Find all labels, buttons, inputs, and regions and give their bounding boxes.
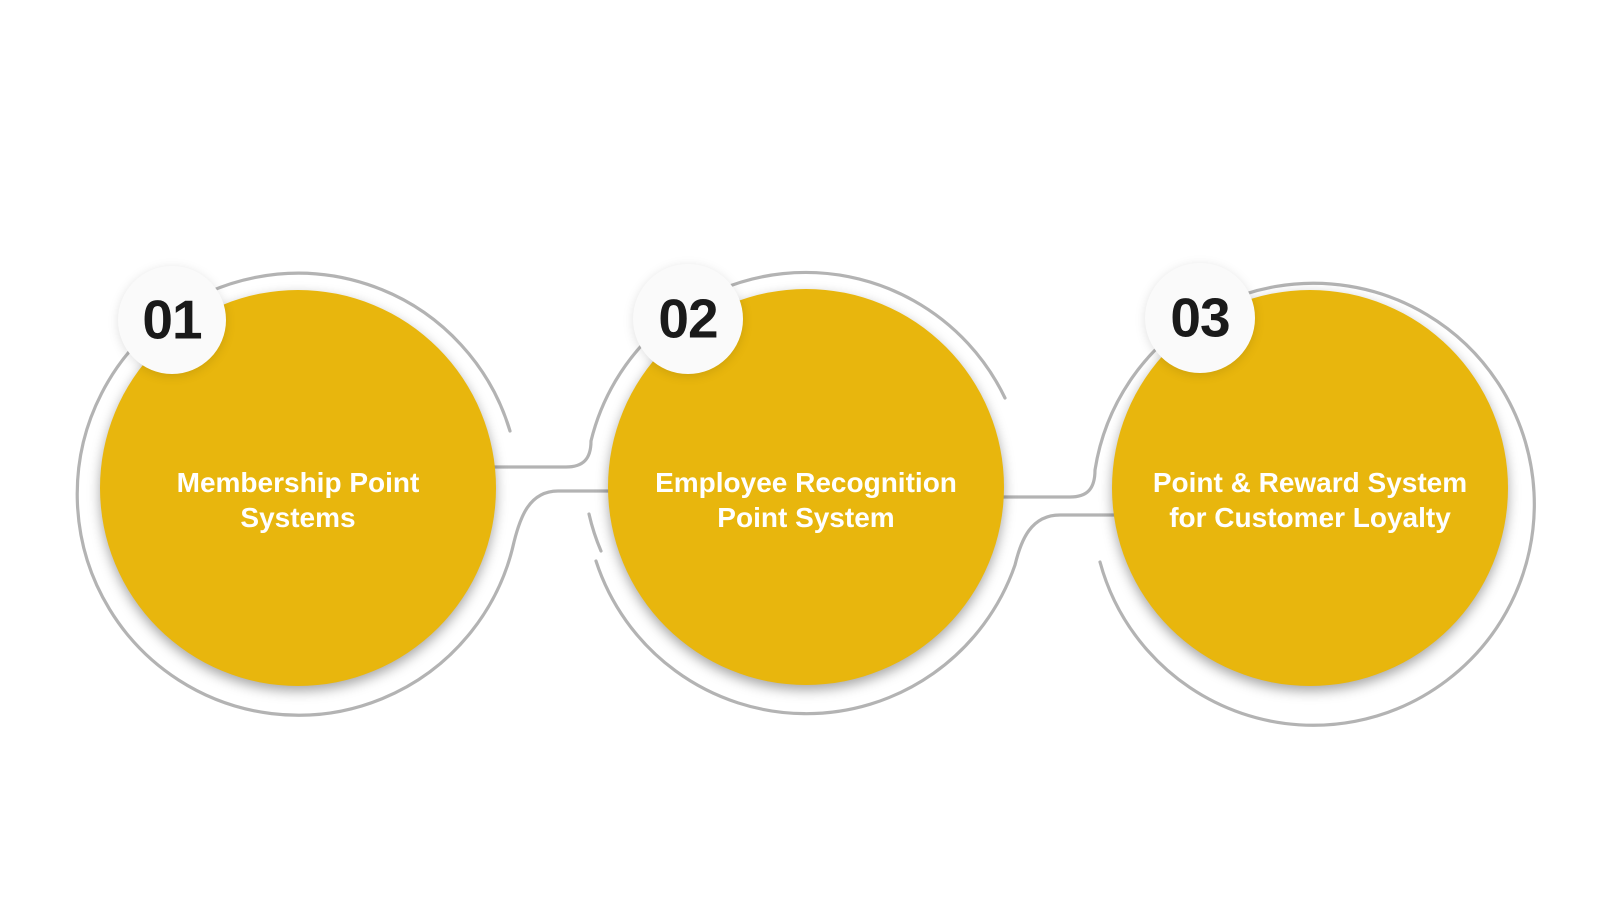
step-label-3-line1: Point & Reward System	[1152, 467, 1468, 498]
step-label-3-line2: for Customer Loyalty	[1169, 502, 1451, 533]
ring-connectors	[75, 270, 1536, 727]
step-circle-2	[608, 289, 1004, 685]
step-circle-1	[100, 290, 496, 686]
upper-connector-2-3-and-ring-step3	[986, 281, 1536, 727]
step-label-1-line2: Systems	[240, 502, 356, 533]
step-badge-3	[1145, 263, 1255, 373]
step-badge-2	[633, 264, 743, 374]
step-circles	[100, 289, 1508, 686]
step-label-2-line2: Point System	[717, 502, 895, 533]
step-badges	[118, 263, 1255, 374]
step-label-1: Membership Point Systems	[88, 465, 508, 535]
step-label-2: Employee Recognition Point System	[596, 465, 1016, 535]
step-circle-3	[1112, 290, 1508, 686]
ring-arc-step1-with-lower-connector	[75, 271, 620, 717]
step-number-1: 01	[142, 288, 202, 351]
step-label-1-line1: Membership Point	[176, 467, 420, 498]
ring-bottom-step2-with-lower-connector	[594, 513, 1122, 716]
ring-left-fragment-step2	[587, 512, 603, 553]
step-badge-1	[118, 266, 226, 374]
step-label-2-line1: Employee Recognition	[655, 467, 957, 498]
step-number-3: 03	[1170, 286, 1230, 349]
step-label-3: Point & Reward System for Customer Loyal…	[1100, 465, 1520, 535]
step-number-2: 02	[658, 287, 718, 350]
